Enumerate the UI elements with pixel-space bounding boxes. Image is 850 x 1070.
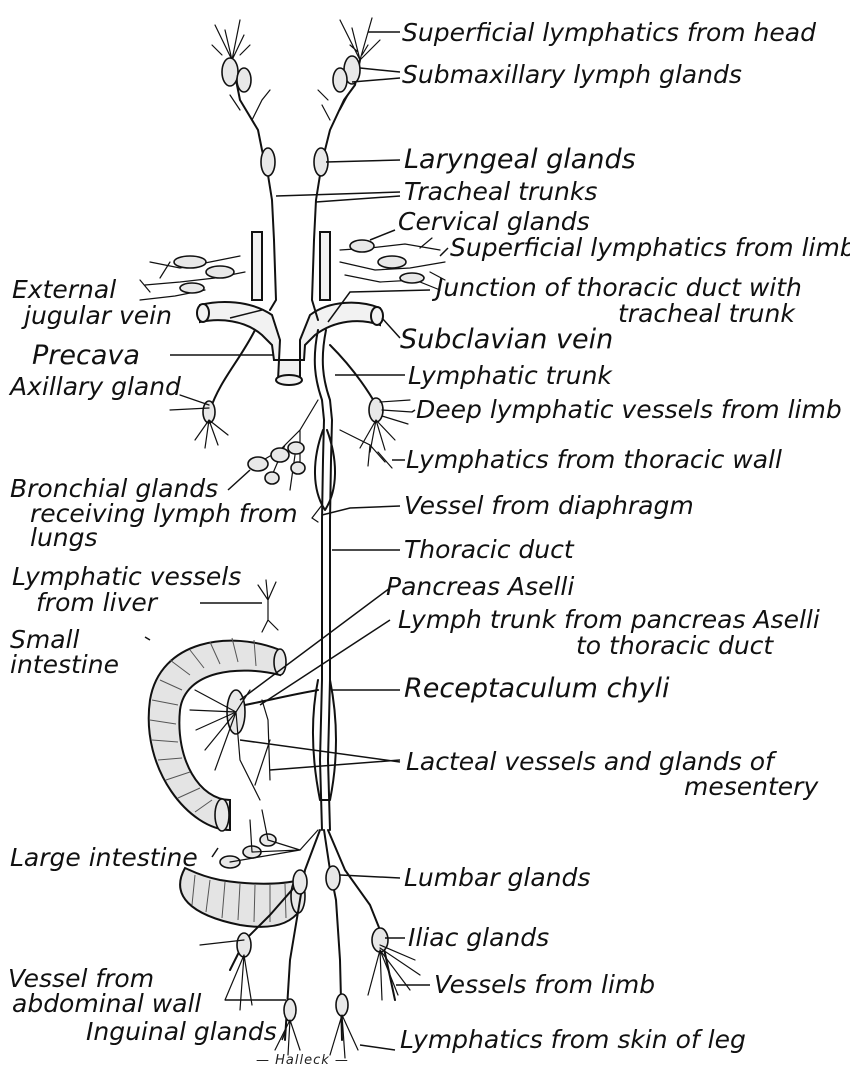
lymphatic-trunk-right [330,345,378,408]
label-large-int: Large intestine [10,843,198,872]
diaphragm-vessel [312,505,322,522]
cervical-gland-left-2 [206,266,234,278]
cervical-gland-left-1 [174,256,206,268]
laryngeal-gland-left [261,148,275,176]
receptaculum-chyli-shape [313,680,336,800]
label-tracheal-trunks: Tracheal trunks [404,177,597,206]
small-intestine-cut-top [274,649,286,675]
large-intestine [180,868,300,927]
tracheal-trunk-left [270,240,276,310]
subclavian-cut-right [371,307,383,325]
thoracic-duct-right-edge [323,330,332,830]
submaxillary-gland-left-1 [222,58,238,86]
label-abd-wall-2: abdominal wall [12,989,201,1018]
lumbar-gland-left [293,870,307,894]
precava-cut [276,375,302,385]
cervical-gland-right-2 [378,256,406,268]
small-intestine [149,641,280,830]
liver-vessels [258,580,278,632]
label-bronchial-3: lungs [30,523,98,552]
bronchial-gland-3 [288,442,304,454]
label-laryngeal: Laryngeal glands [404,144,636,175]
label-junction-1: Junction of thoracic duct with [431,273,802,302]
lumbar-gland-right [326,866,340,890]
bronchial-gland-2 [271,448,289,462]
submaxillary-gland-left-2 [237,68,251,92]
subclavian-and-precava [200,302,380,380]
artist-signature: — Halleck — [256,1053,349,1068]
head-lymphatics-right [314,18,380,240]
inguinal-gland-left [284,999,296,1021]
label-lumbar: Lumbar glands [404,863,590,892]
label-external-jugular-1: External [12,275,116,304]
label-lacteal-2: mesentery [684,772,819,801]
label-small-int-2: intestine [10,650,119,679]
bronchial-gland-4 [265,472,279,484]
thoracic-duct-left-edge [315,330,324,830]
label-thoracic-duct: Thoracic duct [404,535,575,564]
lumbar-trunk-right [328,830,395,1000]
label-axillary: Axillary gland [8,372,181,401]
label-lymph-trunk-1: Lymph trunk from pancreas Aselli [398,605,820,634]
bronchial-gland-1 [248,457,268,471]
label-inguinal: Inguinal glands [86,1017,277,1046]
label-subclavian: Subclavian vein [400,324,613,355]
tracheal-trunk-right [312,240,318,320]
inguinal-gland-right [336,994,348,1016]
head-lymphatics-left [212,20,274,240]
label-deep-limb: Deep lymphatic vessels from limb [416,395,842,424]
cervical-gland-left-3 [180,283,204,293]
label-precava: Precava [32,340,140,371]
label-thoracic-wall: Lymphatics from thoracic wall [406,445,782,474]
label-lymph-trunk-2: to thoracic duct [576,631,774,660]
label-submaxillary: Submaxillary lymph glands [402,60,742,89]
label-external-jugular-2: jugular vein [21,301,172,330]
iliac-gland-left [237,933,251,957]
label-pancreas: Pancreas Aselli [386,572,574,601]
external-jugular-vein-left [252,232,262,300]
label-diaphragm: Vessel from diaphragm [404,491,694,520]
lymph-trunk-to-duct [245,690,318,705]
label-liver-1: Lymphatic vessels [12,562,241,591]
label-lymphatic-trunk: Lymphatic trunk [408,361,613,390]
label-receptaculum: Receptaculum chyli [404,673,670,704]
label-junction-2: tracheal trunk [618,299,796,328]
pancreas-branches [190,690,260,800]
label-liver-2: from liver [36,588,159,617]
lymphatic-trunk-left [210,330,255,410]
label-skin-leg: Lymphatics from skin of leg [400,1025,746,1054]
label-iliac: Iliac glands [408,923,549,952]
bronchial-gland-5 [291,462,305,474]
cervical-gland-right-3 [400,273,424,283]
label-superficial-head: Superficial lymphatics from head [402,18,816,47]
cervical-gland-right-1 [350,240,374,252]
label-vessels-limb: Vessels from limb [434,970,655,999]
label-cervical: Cervical glands [398,207,590,236]
subclavian-cut-left [197,304,209,322]
axillary-branches [170,395,228,448]
external-jugular-vein-right [320,232,330,300]
small-intestine-cut-bottom [215,799,229,831]
laryngeal-gland-right [314,148,328,176]
submaxillary-gland-right-2 [333,68,347,92]
label-superficial-limb: Superficial lymphatics from limb [450,233,850,262]
